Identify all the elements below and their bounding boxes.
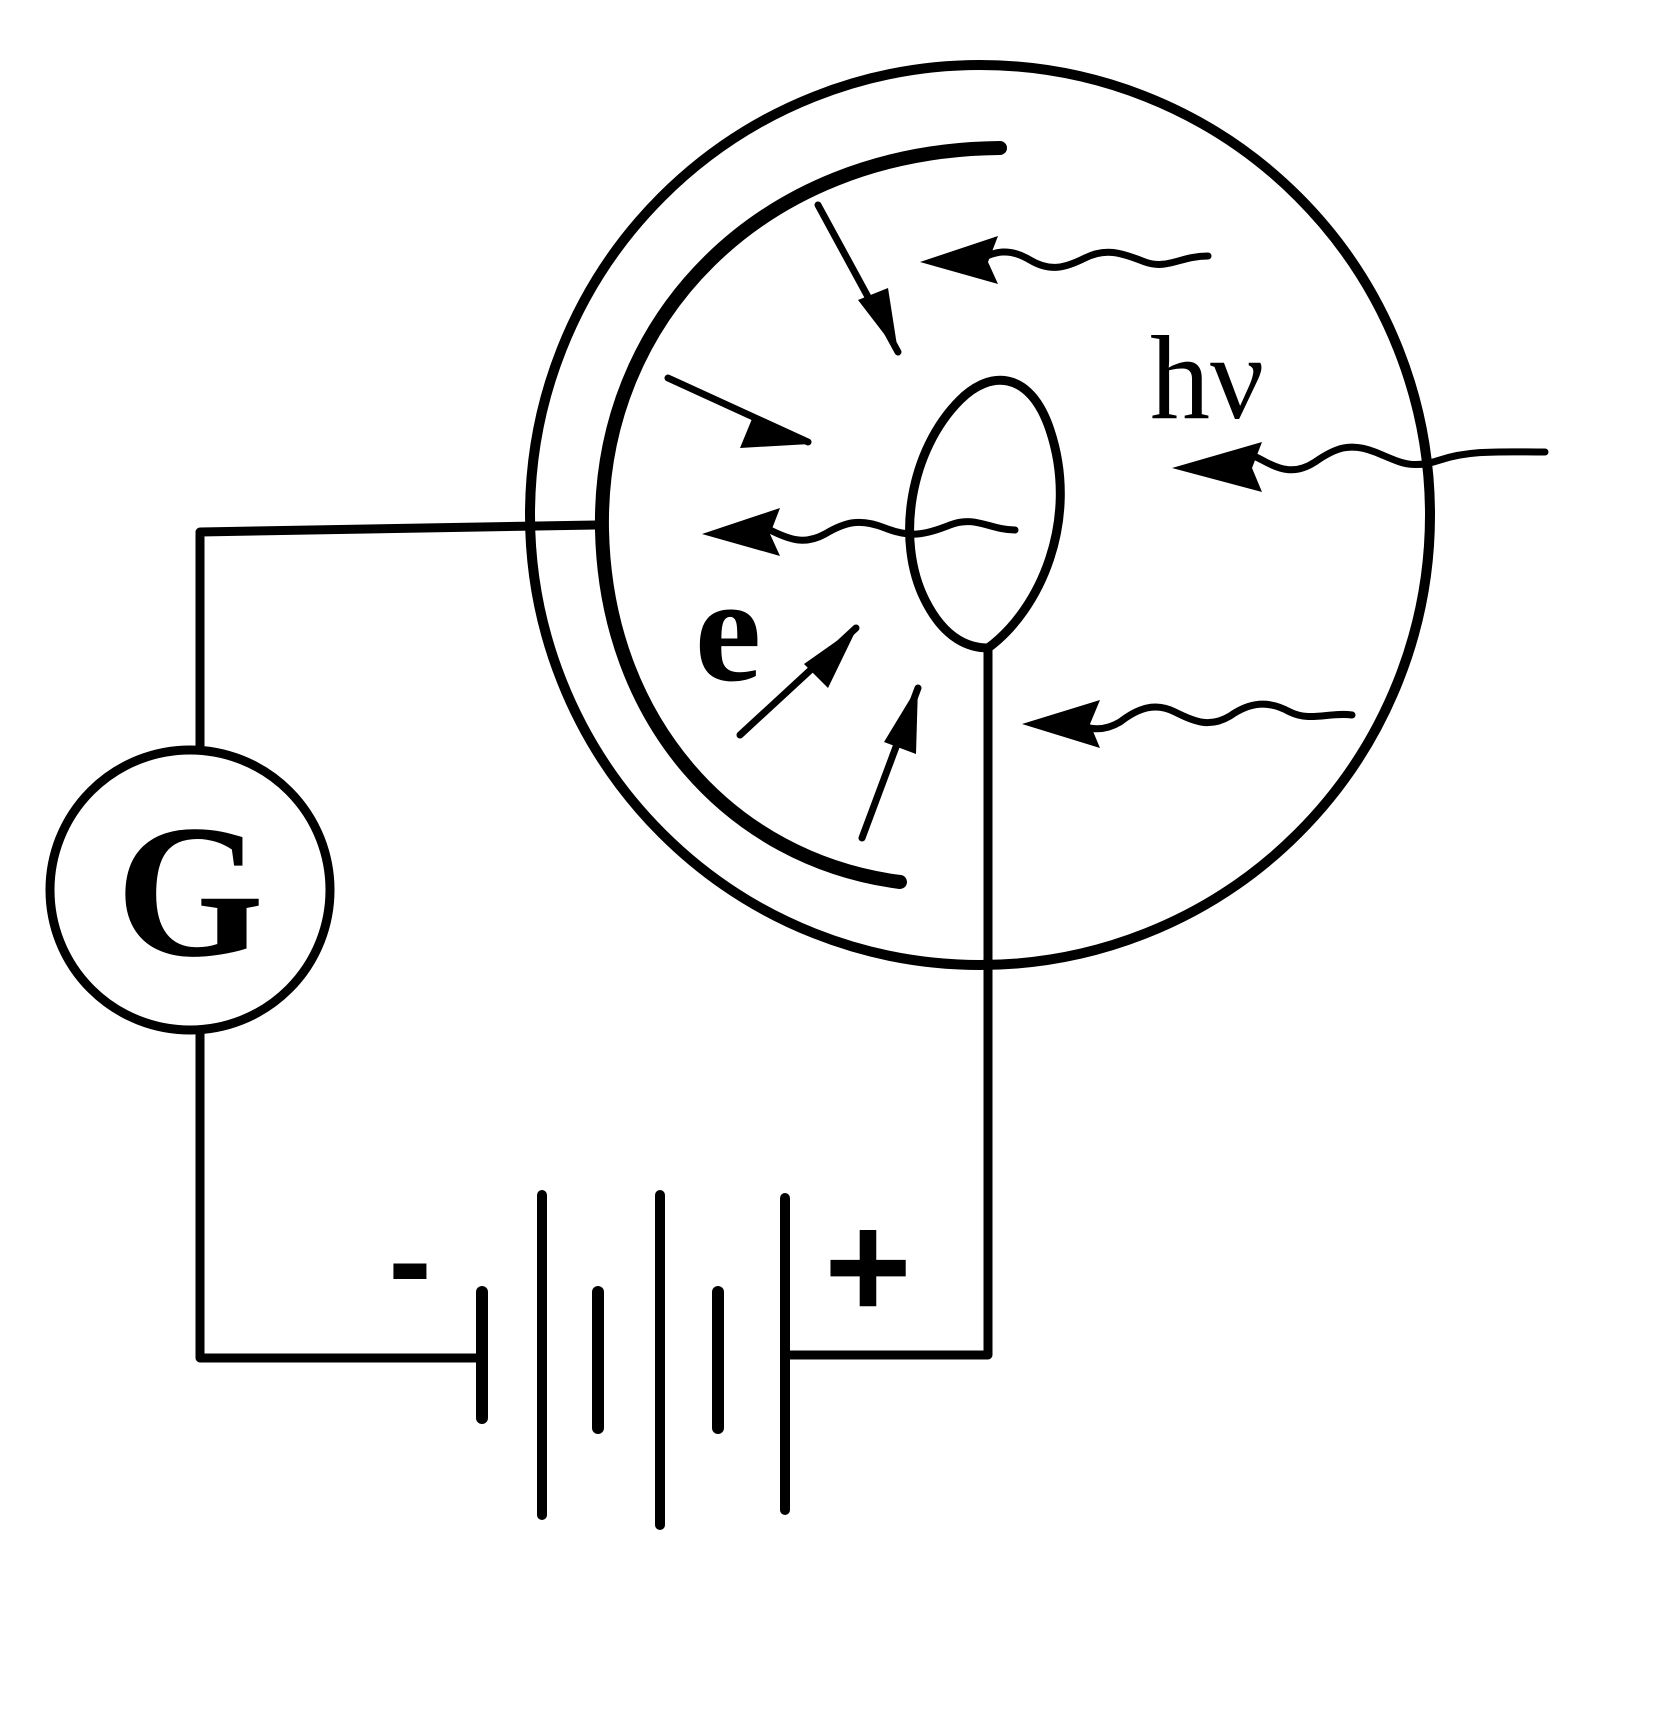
galvanometer-to-battery-wire	[195, 1025, 483, 1363]
vacuum-tube-envelope	[525, 60, 1435, 970]
galvanometer-circle	[45, 745, 335, 1035]
photon-ray-middle	[702, 508, 1019, 556]
battery-positive-label: +	[824, 1182, 912, 1350]
galvanometer-label: G	[116, 787, 264, 997]
electron-arrow	[814, 201, 902, 356]
battery-negative-label: -	[388, 1187, 431, 1333]
photon-ray-bottom	[1022, 700, 1356, 748]
photon-ray-main	[1172, 442, 1549, 492]
battery	[476, 1190, 790, 1530]
electron-label: e	[695, 547, 762, 713]
electron-arrow	[736, 624, 860, 739]
anode-loop	[905, 375, 1065, 653]
cathode-lead-wire	[195, 520, 601, 753]
cathode-plate	[594, 141, 1007, 889]
photon-energy-label: hν	[1150, 311, 1264, 444]
anode-lead-wire	[785, 645, 993, 1360]
photon-ray-top	[920, 236, 1212, 284]
electron-arrow	[664, 374, 812, 448]
electron-arrow	[858, 684, 922, 842]
